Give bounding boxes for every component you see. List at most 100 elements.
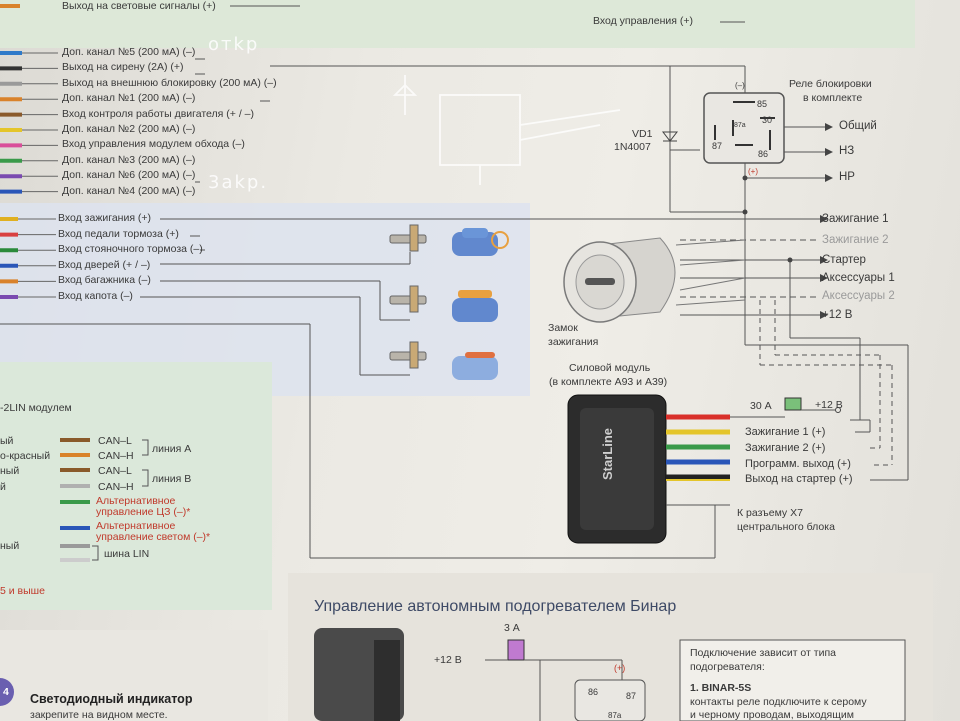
relay-pin-87: 87	[712, 141, 723, 151]
power-out-ign1: Зажигание 1 (+)	[745, 426, 826, 438]
relay-pin-85: 85	[757, 99, 768, 109]
input-lines	[0, 215, 828, 559]
input-label: Вход дверей (+ / –)	[58, 258, 151, 271]
lin-wire-3: ный	[0, 465, 20, 477]
lin-panel-title: -2LIN модулем	[0, 402, 72, 414]
diode-name: VD1	[632, 128, 653, 140]
power-out-prog: Программ. выход (+)	[745, 458, 851, 470]
out-starter: Стартер	[822, 254, 866, 266]
diode-part: 1N4007	[614, 141, 651, 153]
lin-brackets	[92, 439, 149, 561]
binar-title: Управление автономным подогревателем Бин…	[314, 598, 677, 615]
relay-title-2: в комплекте	[803, 92, 863, 104]
limit-switches	[389, 224, 427, 369]
blocking-relay	[661, 92, 833, 212]
binar-plus12: +12 В	[434, 654, 462, 666]
ignition-lock	[563, 237, 746, 323]
top-green-panel	[0, 0, 915, 48]
relay-out-common: Общий	[839, 120, 877, 132]
channel-label: Вход контроля работы двигателя (+ / –)	[62, 107, 254, 120]
lin-wires	[60, 438, 90, 562]
binar-fuse: 3 А	[504, 622, 520, 634]
line-b-label: линия В	[152, 473, 192, 485]
led-step-number: 4	[3, 686, 9, 698]
channel-label: Доп. канал №2 (200 мА) (–)	[62, 123, 196, 135]
lin-green-panel	[0, 362, 272, 610]
top-wires	[0, 4, 745, 23]
relay-pin-87a: 87a	[734, 122, 746, 129]
connector-label-2: центрального блока	[737, 521, 835, 533]
channel-lines	[195, 58, 746, 212]
input-label: Вход багажника (–)	[58, 274, 151, 287]
channel-label: Доп. канал №1 (200 мА) (–)	[62, 92, 196, 105]
alt-lock-2: управление ЦЗ (–)*	[96, 506, 191, 518]
led-title: Светодиодный индикатор	[30, 692, 193, 706]
input-wire-stubs	[0, 217, 56, 299]
channel-label: Выход на сирену (2А) (+)	[62, 61, 184, 74]
alt-light-1: Альтернативное	[96, 520, 176, 532]
relay-minus: (–)	[735, 81, 745, 90]
channel-label: Доп. канал №6 (200 мА) (–)	[62, 169, 196, 182]
binar-note-1: Подключение зависит от типа	[690, 647, 836, 659]
binar-note-2: подогревателя:	[690, 661, 765, 673]
out-ignition-1: Зажигание 1	[822, 213, 889, 225]
out-ignition-2: Зажигание 2	[822, 234, 889, 246]
lin-wire-4: й	[0, 481, 6, 493]
binar-relay-87: 87	[626, 691, 637, 701]
input-label: Вход педали тормоза (+)	[58, 227, 179, 240]
out-accessories-2: Аксессуары 2	[822, 290, 895, 302]
lock-junction-dots	[742, 175, 793, 263]
car-icons	[452, 228, 509, 380]
led-desc: закрепите на видном месте.	[30, 709, 168, 721]
lin-wire-1: ый	[0, 435, 14, 447]
alt-lock-1: Альтернативное	[96, 495, 176, 507]
input-label: Вход стояночного тормоза (–)	[58, 243, 203, 256]
starline-brand: StarLine	[600, 427, 615, 480]
alt-light-2: управление светом (–)*	[96, 531, 211, 543]
channel-label: Вход управления модулем обхода (–)	[62, 138, 245, 151]
lock-label-2: зажигания	[548, 336, 599, 348]
input-label: Вход зажигания (+)	[58, 212, 152, 224]
channel-wire-stubs	[0, 51, 58, 194]
relay-plus: (+)	[748, 167, 758, 176]
power-out-starter: Выход на стартер (+)	[745, 473, 853, 485]
binar-circuit	[314, 628, 906, 721]
can-l-a: CAN–L	[98, 435, 132, 447]
power-module-title-1: Силовой модуль	[569, 362, 651, 374]
power-plus12: +12 В	[815, 399, 843, 411]
lock-output-lines	[670, 211, 909, 481]
channel-label: Выход на внешнюю блокировку (200 мА) (–)	[62, 76, 277, 89]
power-out-ign2: Зажигание 2 (+)	[745, 442, 826, 454]
connector-label-1: К разъему X7	[737, 507, 803, 519]
out-accessories-1: Аксессуары 1	[822, 272, 895, 284]
relay-pin-30: 30	[762, 115, 773, 125]
relay-title-1: Реле блокировки	[789, 78, 872, 90]
relay-out-no: НР	[839, 171, 855, 183]
line-a-label: линия А	[152, 443, 192, 455]
binar-desc-2: и черному проводам, выходящим	[690, 709, 854, 721]
binar-desc-1: контакты реле подключите к серому	[690, 696, 867, 708]
relay-pin-86: 86	[758, 149, 769, 159]
handwriting-close: 3akр.	[208, 172, 269, 193]
led-panel	[0, 630, 268, 721]
power-fuse-label: 30 А	[750, 400, 772, 412]
input-label: Вход капота (–)	[58, 290, 133, 302]
signal-output-label: Выход на световые сигналы (+)	[62, 0, 216, 12]
power-module-title-2: (в комплекте А93 и А39)	[549, 376, 668, 388]
lin-wire-6: ный	[0, 540, 20, 552]
power-module	[567, 394, 841, 544]
channel-label: Доп. канал №3 (200 мА) (–)	[62, 153, 196, 166]
can-l-b: CAN–L	[98, 465, 132, 477]
handwriting-open: отkр	[208, 34, 260, 55]
channel-label: Доп. канал №5 (200 мА) (–)	[62, 46, 196, 58]
channel-label: Доп. канал №4 (200 мА) (–)	[62, 184, 196, 197]
can-h-a: CAN–H	[98, 450, 134, 462]
binar-plus: (+)	[614, 663, 626, 673]
lock-label-1: Замок	[548, 322, 578, 334]
lin-bus-label: шина LIN	[104, 548, 150, 560]
out-plus12: +12 В	[822, 309, 853, 321]
handwritten-sketch	[392, 75, 621, 185]
binar-relay-86: 86	[588, 687, 599, 697]
